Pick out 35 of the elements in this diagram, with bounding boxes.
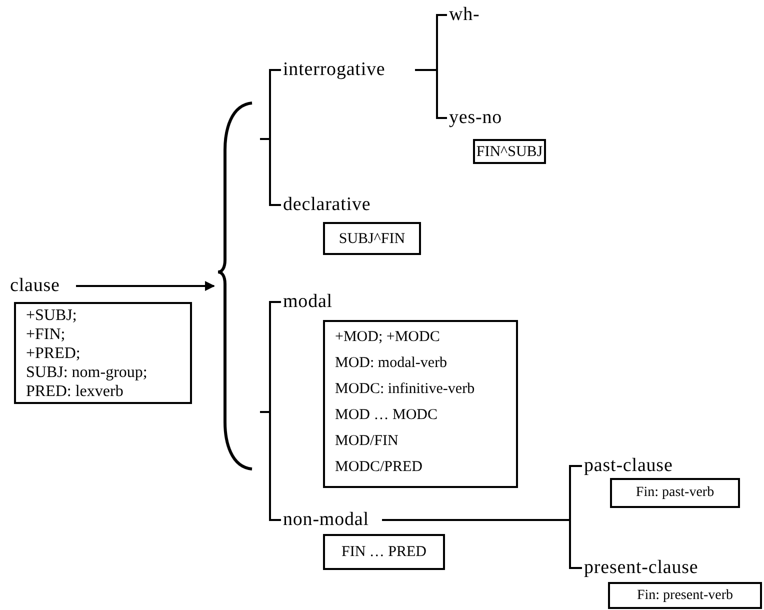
realization-box [323, 320, 518, 488]
arrow [76, 281, 215, 291]
realization-rule: SUBJ: nom-group; [26, 363, 148, 382]
realization-rule: +MOD; +MODC [335, 328, 440, 347]
realization-rule: MODC: infinitive-verb [335, 380, 475, 399]
connector-line [260, 138, 281, 206]
realization-box [608, 582, 762, 609]
feature-label: interrogative [283, 59, 411, 81]
feature-label: past-clause [584, 455, 694, 477]
feature-label: non-modal [283, 509, 378, 531]
realization-box [323, 534, 445, 570]
feature-label: declarative [283, 194, 401, 216]
realization-rule: MOD: modal-verb [335, 354, 448, 373]
realization-box [323, 222, 421, 255]
realization-rule: MOD … MODC [335, 406, 438, 425]
feature-label: present-clause [584, 557, 719, 579]
realization-rule: Fin: present-verb [636, 586, 734, 604]
realization-rule: PRED: lexverb [26, 382, 124, 401]
realization-box [14, 302, 192, 404]
realization-box [610, 478, 740, 508]
feature-label: modal [283, 291, 353, 313]
realization-rule: SUBJ^FIN [338, 230, 406, 248]
realization-rule: +FIN; [26, 325, 66, 344]
realization-rule: +SUBJ; [26, 306, 77, 325]
realization-rule: FIN^SUBJ [476, 142, 543, 160]
realization-rule: FIN … PRED [341, 543, 426, 561]
feature-label: yes-no [449, 107, 519, 129]
connector-line [260, 411, 281, 521]
feature-label: wh- [449, 4, 489, 26]
feature-label: clause [10, 275, 72, 297]
realization-rule: MOD/FIN [335, 432, 398, 451]
realization-rule: +PRED; [26, 344, 80, 363]
realization-rule: MODC/PRED [335, 458, 423, 477]
connector-line [382, 519, 582, 569]
realization-rule: Fin: past-verb [636, 484, 714, 502]
